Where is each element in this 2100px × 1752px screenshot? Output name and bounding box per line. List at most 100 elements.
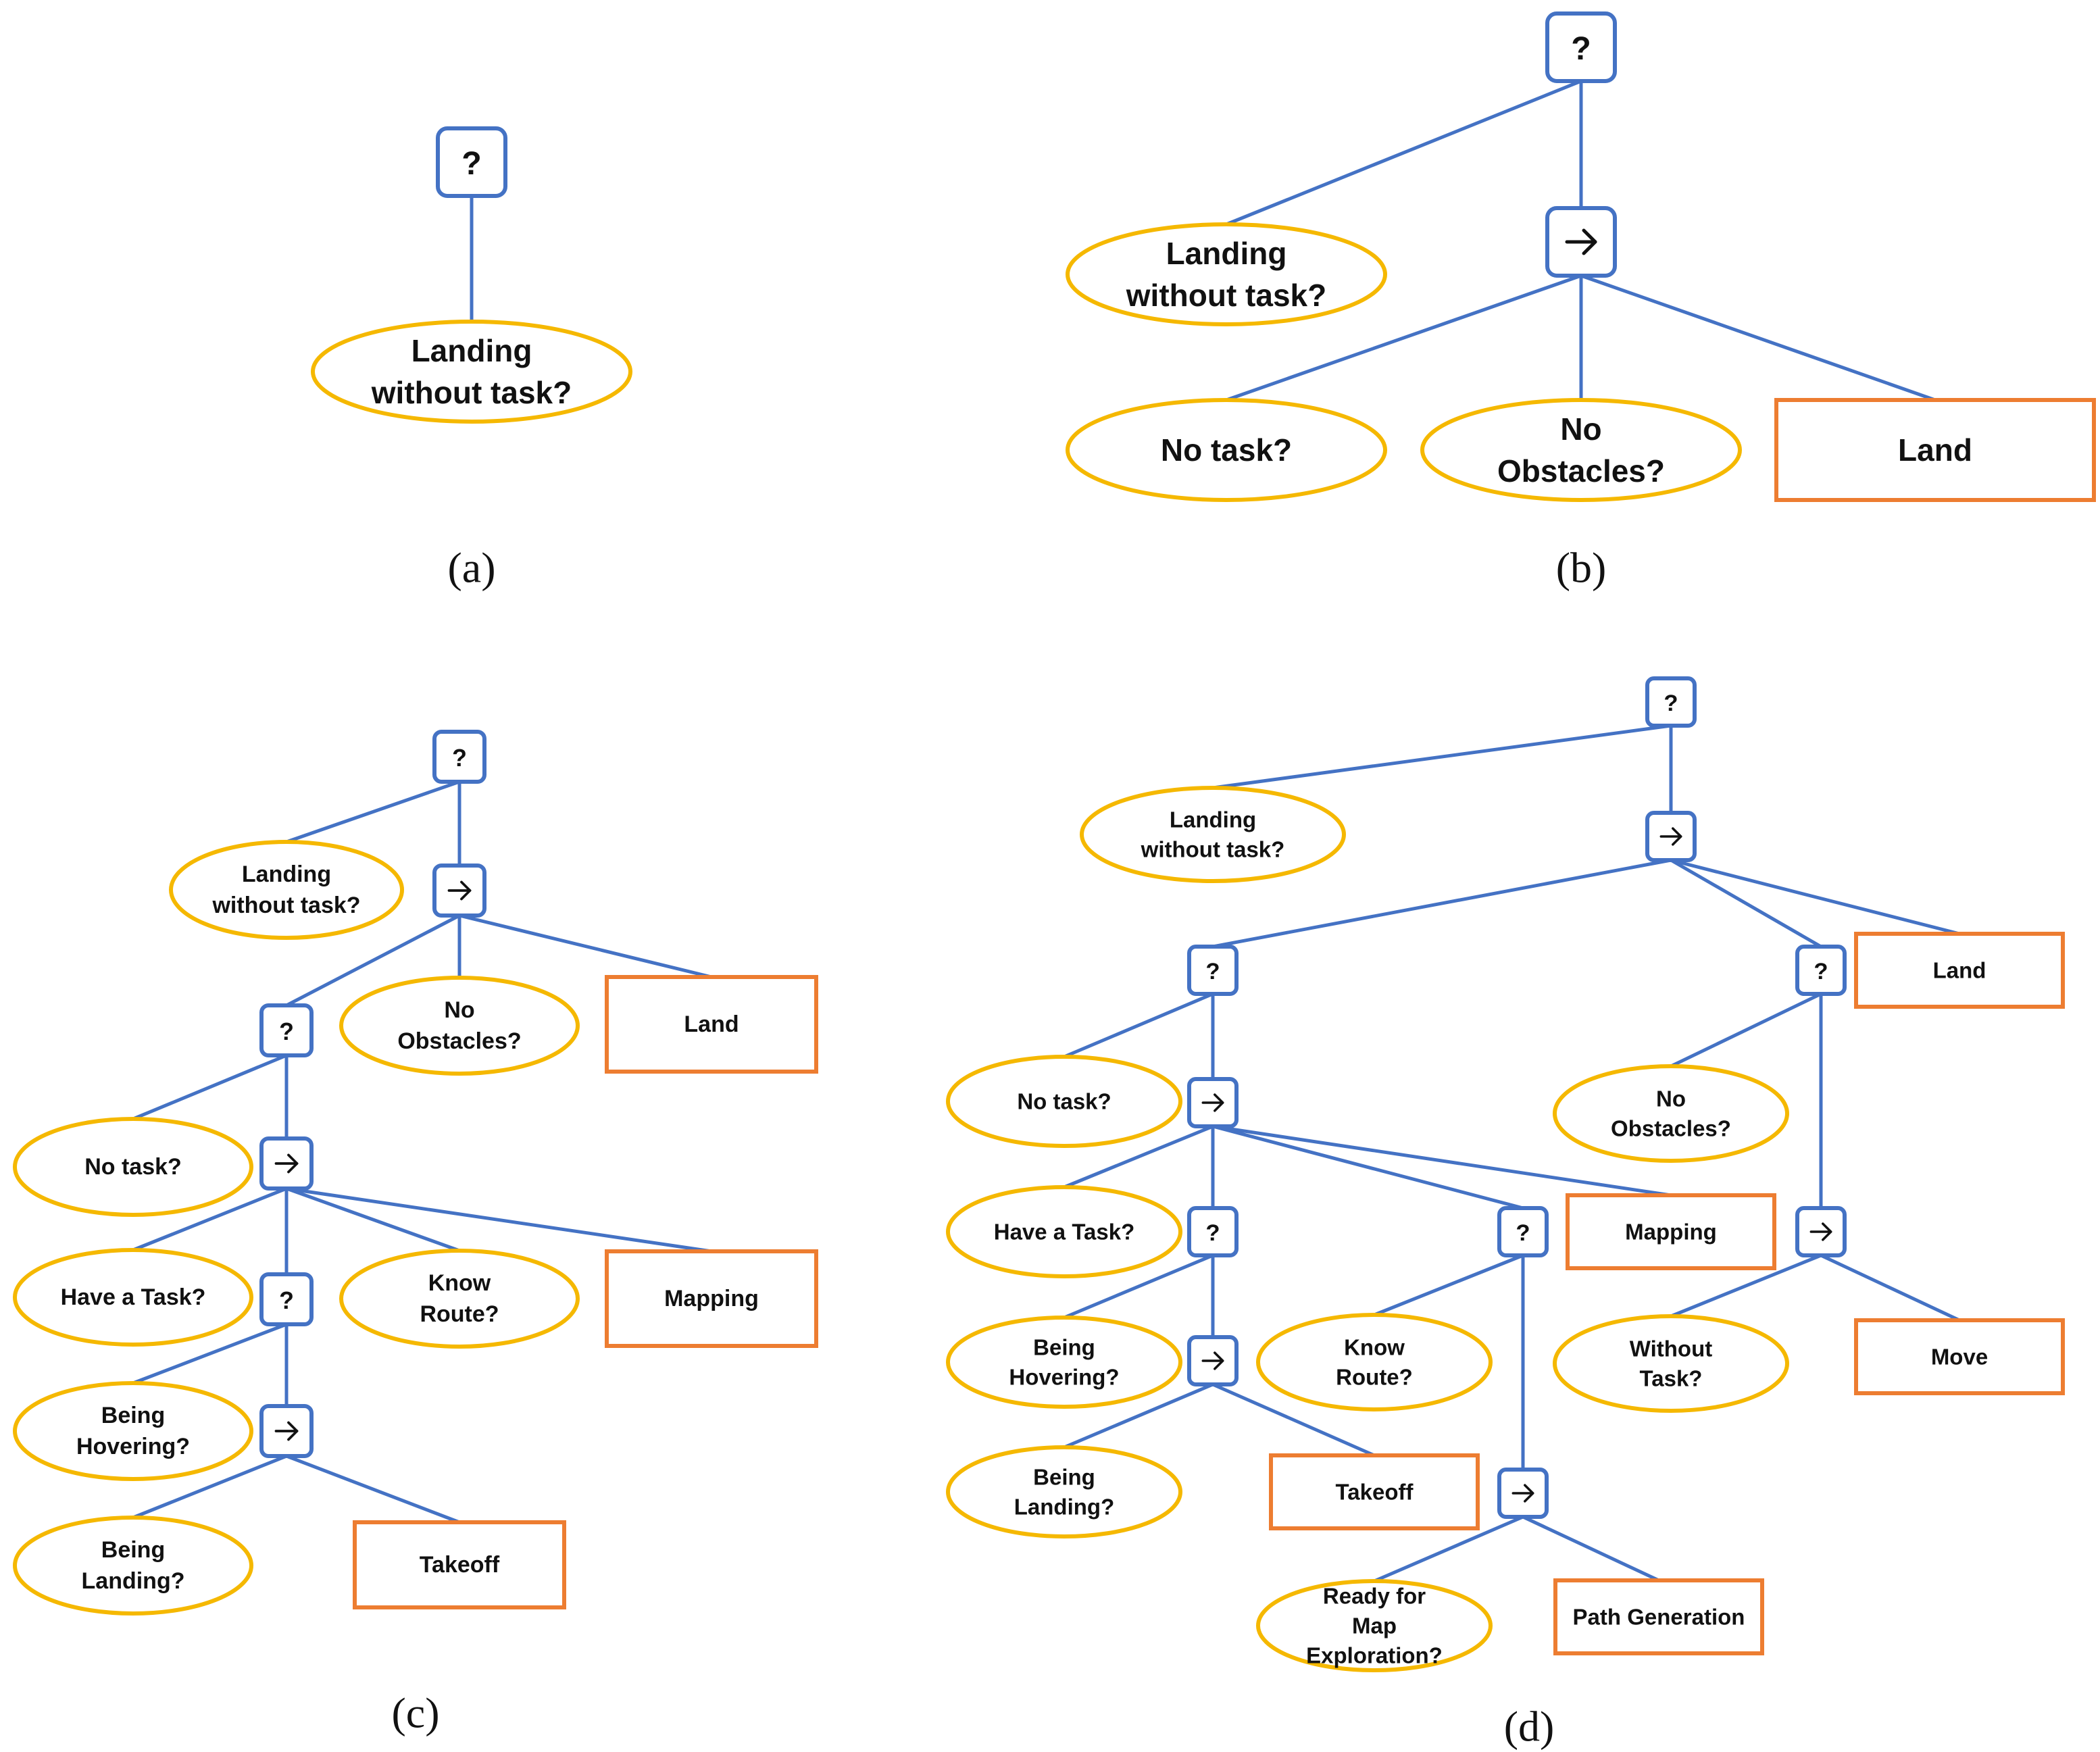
action-takeoff: Takeoff: [1269, 1453, 1480, 1530]
action-box: [605, 1249, 818, 1348]
edge-c14-c16: [284, 1454, 461, 1524]
edge-b3-b4: [1224, 274, 1583, 402]
fallback-node: ?: [432, 730, 486, 784]
fallback-box: [1545, 11, 1617, 83]
condition-ellipse: [946, 1055, 1182, 1148]
edge-d16-d21: [1211, 1382, 1376, 1457]
condition-have-a-task: Have a Task?: [946, 1185, 1182, 1278]
edge-d4-d7: [1062, 992, 1215, 1059]
panel-b: [1224, 79, 1937, 402]
node-label: Land: [684, 1011, 739, 1037]
node-label: No task?: [1017, 1089, 1111, 1114]
fallback-box: [1645, 676, 1697, 728]
condition-ellipse: [13, 1248, 253, 1347]
node-label: No task?: [1161, 432, 1292, 468]
right-arrow-icon: [1565, 228, 1597, 255]
edge-d22-d23: [1372, 1515, 1525, 1583]
condition-ellipse: [1080, 786, 1346, 883]
action-land: Land: [1854, 932, 2065, 1009]
edge-c3-c4: [284, 913, 461, 1007]
node-label: Mapping: [664, 1286, 759, 1311]
condition-ellipse: [13, 1516, 253, 1616]
action-takeoff: Takeoff: [353, 1520, 566, 1609]
condition-ellipse: [946, 1445, 1182, 1538]
action-mapping: Mapping: [605, 1249, 818, 1348]
right-arrow-icon: [1511, 1484, 1534, 1503]
edge-c8-c12: [284, 1186, 714, 1253]
condition-ellipse: [1256, 1579, 1493, 1672]
condition-ellipse: [339, 976, 580, 1076]
right-arrow-icon: [447, 880, 472, 901]
right-arrow-icon: [1201, 1351, 1224, 1370]
edge-d8-d13: [1211, 1124, 1673, 1197]
condition-ellipse: [13, 1381, 253, 1481]
edge-c1-c2: [284, 780, 461, 844]
question-mark-icon: ?: [1205, 1220, 1220, 1246]
panel-c: [131, 780, 714, 1524]
edges-layer: [131, 79, 1961, 1583]
edge-d8-d10: [1062, 1124, 1215, 1189]
question-mark-icon: ?: [279, 1287, 294, 1314]
question-mark-icon: ?: [452, 745, 467, 772]
sequence-node: [259, 1404, 314, 1458]
edge-d11-d15: [1062, 1253, 1215, 1320]
captions-layer: (a)(b)(c)(d): [391, 544, 1606, 1751]
condition-ellipse: [1066, 222, 1387, 326]
fallback-node: ?: [1187, 945, 1239, 996]
edge-d8-d12: [1211, 1124, 1525, 1210]
fallback-node: ?: [259, 1272, 314, 1326]
condition-ellipse: [946, 1316, 1182, 1409]
action-box: [1269, 1453, 1480, 1530]
edge-d5-d9: [1669, 992, 1823, 1068]
condition-have-a-task: Have a Task?: [13, 1248, 253, 1347]
fallback-box: [436, 126, 507, 198]
sequence-node: [1645, 811, 1697, 862]
panel-caption-a: (a): [447, 544, 495, 592]
edge-b1-b2: [1224, 79, 1583, 226]
sequence-node: [1545, 206, 1617, 278]
fallback-node: ?: [259, 1003, 314, 1057]
edge-c14-c15: [131, 1454, 289, 1520]
right-arrow-icon: [274, 1421, 299, 1441]
panel-d: [1062, 724, 1961, 1583]
fallback-node: ?: [1497, 1206, 1549, 1257]
condition-ellipse: [13, 1117, 253, 1217]
condition-ellipse: [339, 1249, 580, 1349]
fallback-box: [259, 1003, 314, 1057]
right-arrow-icon: [1201, 1093, 1224, 1112]
node-label: Move: [1931, 1345, 1988, 1370]
edge-d3-d6: [1669, 858, 1961, 936]
right-arrow-icon: [274, 1153, 299, 1174]
sequence-node: [432, 864, 486, 918]
action-box: [1774, 398, 2096, 502]
action-mapping: Mapping: [1566, 1193, 1776, 1270]
node-label: No task?: [84, 1154, 182, 1180]
condition-no-task: No task?: [13, 1117, 253, 1217]
edge-d3-d5: [1669, 858, 1823, 949]
action-land: Land: [1774, 398, 2096, 502]
condition-ellipse: [1553, 1314, 1789, 1413]
fallback-node: ?: [1645, 676, 1697, 728]
fallback-node: ?: [1795, 945, 1847, 996]
action-land: Land: [605, 975, 818, 1074]
node-label: Have a Task?: [994, 1220, 1135, 1245]
action-box: [605, 975, 818, 1074]
fallback-box: [259, 1272, 314, 1326]
condition-ellipse: [311, 320, 632, 424]
